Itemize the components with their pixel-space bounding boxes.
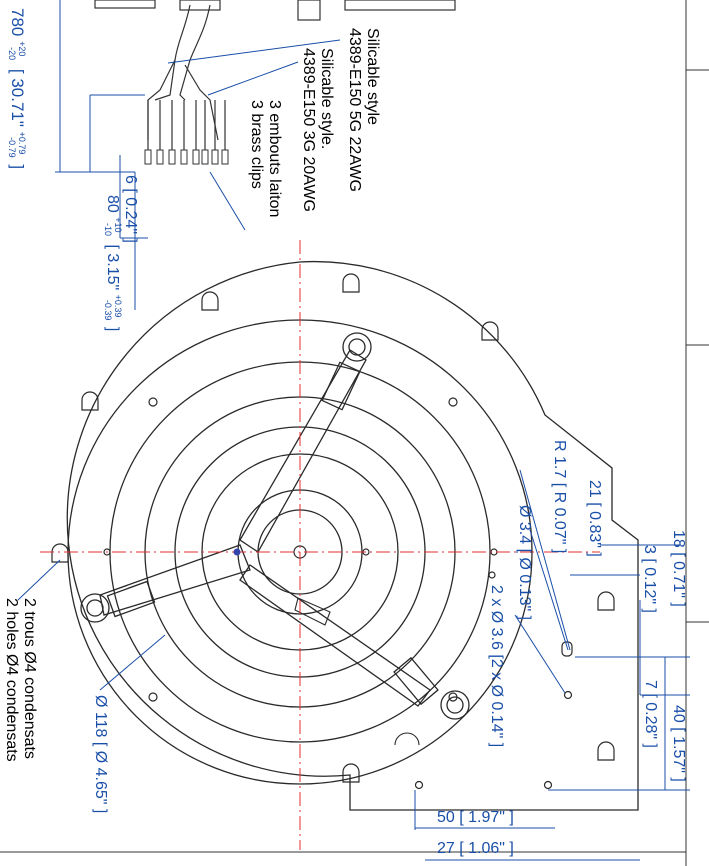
centerlines <box>40 240 600 850</box>
clips-label-line2: 3 brass clips <box>248 100 265 189</box>
dim-50-label: 50 [ 1.97" ] <box>437 809 514 826</box>
condensate-holes-en: 2 holes Ø4 condensats <box>3 598 20 762</box>
housing-holes <box>103 397 573 790</box>
dim-3-label: 3 [ 0.12" ] <box>641 545 658 613</box>
dim-40-label: 40 [ 1.57" ] <box>670 705 687 782</box>
dim-80-label: 80 +10 -10 [ 3.15" +0.39 -0.39 ] <box>101 195 128 331</box>
dia-118-label: Ø 118 [ Ø 4.65" ] <box>92 695 109 813</box>
dimension-labels: 780 +20 -20 [ 30.71" +0.79 -0.79 ] Silic… <box>3 8 687 857</box>
dim-27-label: 27 [ 1.06" ] <box>437 840 514 857</box>
dim-18-label: 18 [ 0.71" ] <box>670 530 687 607</box>
condensate-holes-fr: 2 trous Ø4 condensats <box>21 598 38 759</box>
dim-7-label: 7 [ 0.28" ] <box>642 680 659 748</box>
dim-6-label: 6 [ 0.24" ] <box>122 175 139 243</box>
dia-3-6-label: 2 x Ø 3.6 [2 x Ø 0.14" ] <box>488 585 505 747</box>
center-marker <box>233 548 241 556</box>
dimension-lines <box>17 0 690 861</box>
dia-3-4-label: Ø 3.4 [ Ø 0.13" ] <box>516 505 533 620</box>
dim-21-label: 21 [ 0.83" ] <box>586 480 603 557</box>
motor-support-arms <box>80 332 470 720</box>
cable5-label-line1: Silicable style <box>364 28 381 125</box>
mounting-tabs <box>51 273 615 783</box>
cable-harness <box>94 0 456 165</box>
volute-outline <box>66 260 639 811</box>
hub-slot <box>294 597 420 746</box>
radius-1-7-label: R 1.7 [ R 0.07" ] <box>551 440 568 553</box>
cable5-label-line2: 4389-E150 5G 22AWG <box>346 28 363 192</box>
dim-780-label: 780 +20 -20 [ 30.71" +0.79 -0.79 ] <box>5 8 34 169</box>
cable3-label-line1: Silicable style. <box>318 48 335 149</box>
clips-label-line1: 3 embouts laiton <box>266 100 283 217</box>
cable3-label-line2: 4389-E150 3G 20AWG <box>300 48 317 212</box>
